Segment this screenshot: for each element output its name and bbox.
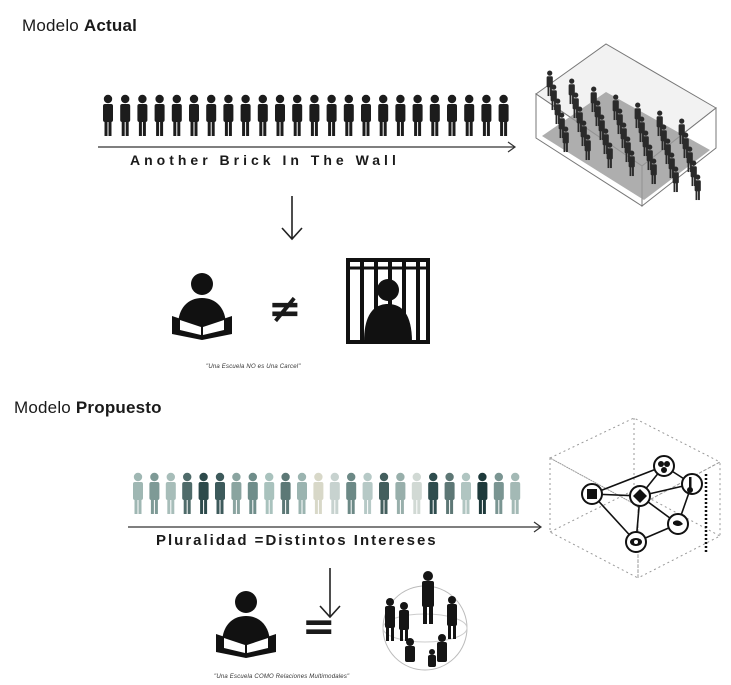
person-figure	[343, 94, 354, 136]
title-prefix: Modelo	[14, 398, 76, 417]
person-figure	[240, 94, 251, 136]
person-figure	[329, 472, 340, 514]
title-modelo-actual: Modelo Actual	[22, 16, 137, 36]
title-modelo-propuesto: Modelo Propuesto	[14, 398, 162, 418]
person-figure	[231, 472, 242, 514]
title-prefix: Modelo	[22, 16, 84, 35]
person-figure	[694, 174, 701, 201]
person-figure	[189, 94, 199, 136]
uniform-people-row	[103, 94, 509, 136]
person-figure	[628, 150, 635, 177]
person-figure	[510, 472, 521, 514]
person-figure	[411, 472, 422, 514]
person-figure	[361, 94, 371, 136]
person-figure	[215, 472, 225, 514]
person-figure	[171, 94, 182, 136]
prisoner-icon	[346, 258, 430, 344]
person-figure	[477, 472, 488, 514]
person-figure	[584, 134, 591, 161]
person-figure	[464, 94, 475, 136]
person-figure	[498, 94, 509, 136]
person-figure	[133, 472, 143, 514]
person-figure	[346, 472, 357, 514]
arrow-right-icon	[128, 521, 543, 533]
people-group-icon	[382, 571, 468, 671]
person-figure	[447, 94, 457, 136]
person-figure	[154, 94, 165, 136]
person-figure	[395, 472, 406, 514]
person-figure	[594, 100, 601, 127]
arrow-down-icon	[281, 196, 303, 241]
reader-icon	[172, 273, 232, 340]
diverse-people-row	[133, 472, 521, 514]
crowd-box-icon	[535, 43, 717, 208]
not-equal-symbol: ≠	[268, 286, 302, 332]
arrow-right-icon	[98, 141, 517, 153]
person-figure	[120, 94, 131, 136]
person-figure	[493, 472, 504, 514]
caption-another-brick: Another Brick In The Wall	[130, 152, 400, 168]
person-figure	[137, 94, 148, 136]
person-figure	[650, 158, 657, 185]
person-figure	[379, 472, 389, 514]
person-figure	[223, 94, 234, 136]
person-figure	[247, 472, 258, 514]
title-bold: Actual	[83, 16, 138, 35]
person-figure	[313, 472, 324, 514]
quote-actual: "Una Escuela NO es Una Carcel"	[206, 364, 301, 370]
title-bold: Propuesto	[75, 398, 162, 417]
person-figure	[412, 94, 423, 136]
reader-icon	[216, 591, 276, 658]
person-figure	[326, 94, 337, 136]
person-figure	[206, 94, 217, 136]
equals-symbol: =	[302, 604, 336, 650]
quote-propuesto: "Una Escuela COMO Relaciones Multimodale…	[214, 674, 350, 680]
caption-pluralidad: Pluralidad =Distintos Intereses	[156, 532, 438, 549]
person-figure	[562, 126, 569, 153]
person-figure	[297, 472, 307, 514]
person-figure	[292, 94, 303, 136]
person-figure	[165, 472, 176, 514]
person-figure	[198, 472, 209, 514]
arrow-down-icon	[319, 568, 341, 619]
person-figure	[103, 94, 113, 136]
person-figure	[149, 472, 160, 514]
person-figure	[481, 94, 492, 136]
person-figure	[182, 472, 193, 514]
person-figure	[362, 472, 373, 514]
person-figure	[280, 472, 291, 514]
person-figure	[461, 472, 471, 514]
person-figure	[257, 94, 268, 136]
person-figure	[672, 166, 679, 193]
person-figure	[275, 94, 285, 136]
network-cube-icon	[548, 417, 722, 579]
person-figure	[395, 94, 406, 136]
person-figure	[429, 94, 440, 136]
person-figure	[264, 472, 275, 514]
person-figure	[444, 472, 455, 514]
person-figure	[606, 142, 613, 169]
person-figure	[428, 472, 439, 514]
person-figure	[378, 94, 389, 136]
person-figure	[309, 94, 320, 136]
